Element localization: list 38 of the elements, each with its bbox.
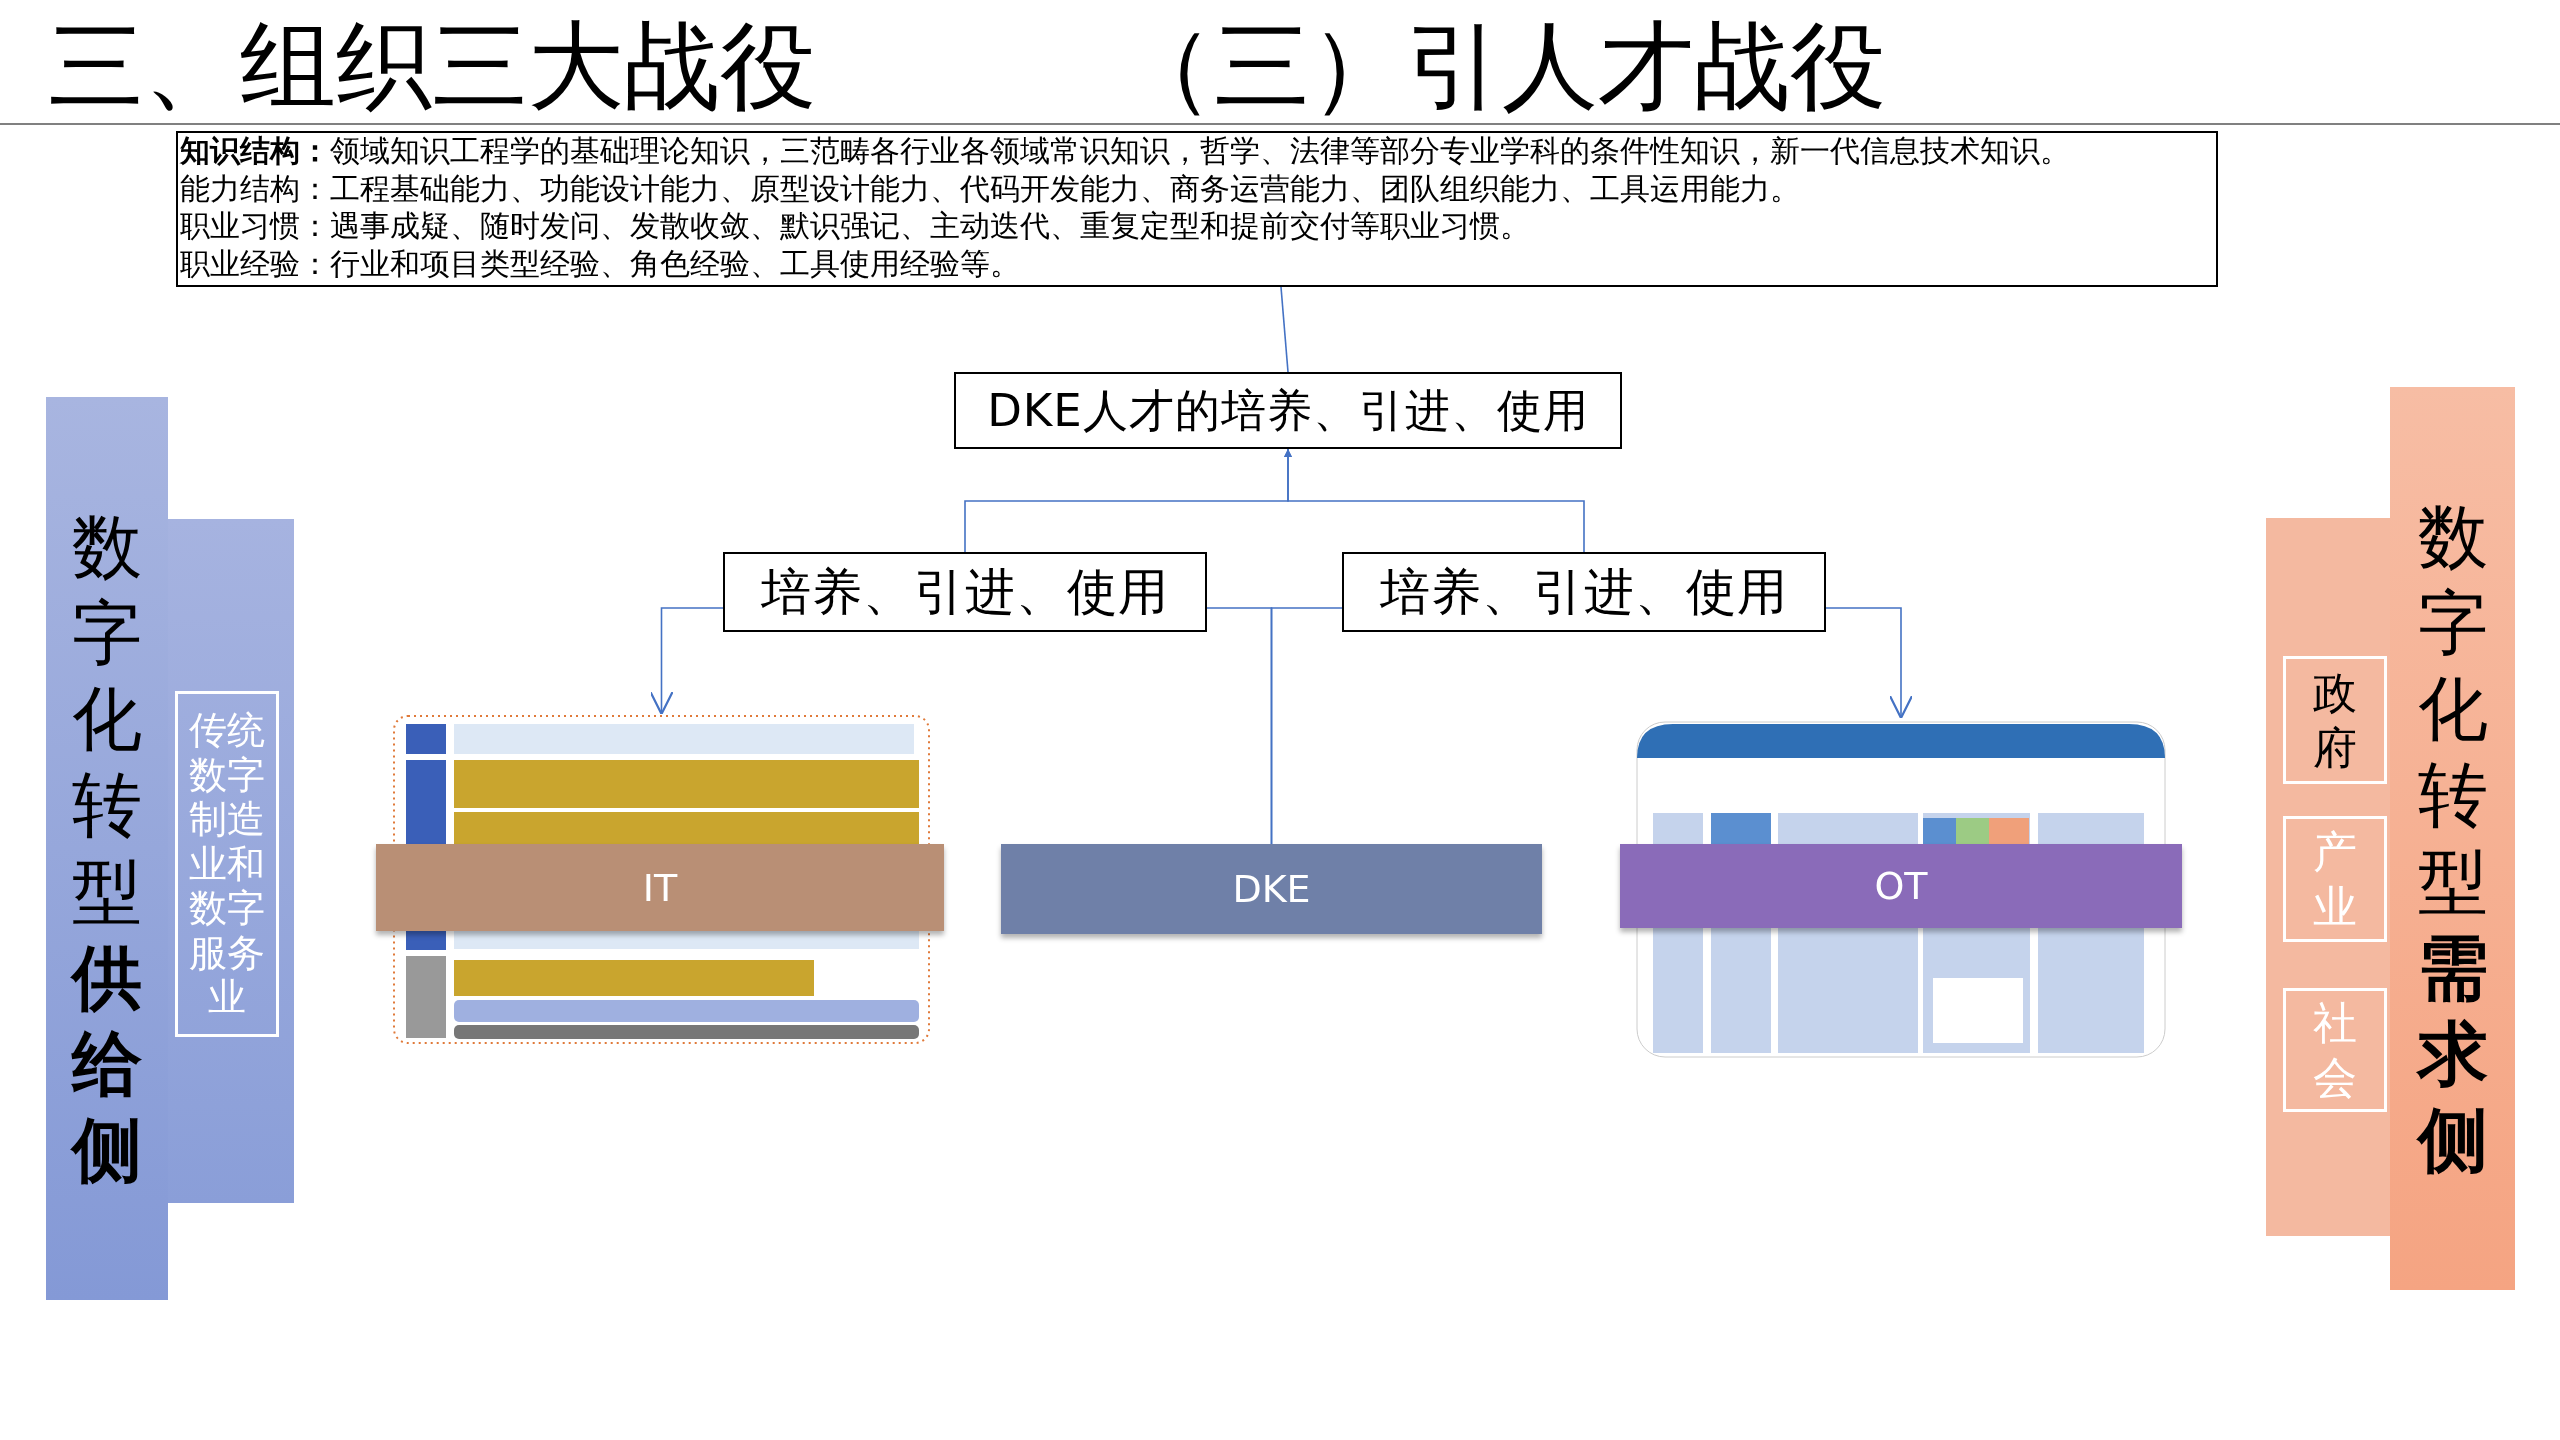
competency-line: 职业经验：行业和项目类型经验、角色经验、工具使用经验等。 [180, 245, 1020, 283]
connector [1825, 607, 1914, 720]
box-label: DKE人才的培养、引进、使用 [987, 382, 1589, 439]
frame-label: 政府 [2313, 666, 2357, 775]
framed-label [2283, 656, 2387, 784]
section-heading: （三）引人才战役 [1118, 9, 1886, 124]
category-band [1001, 844, 1542, 934]
box-label: 培养、引进、使用 [1380, 561, 1788, 623]
competency-line: 知识结构：领域知识工程学的基础理论知识，三范畴各行业各领域常识知识，哲学、法律等部分专业学科的条件性知识，新一代信息技术知识。 [180, 133, 2070, 170]
connector [1270, 607, 1343, 845]
process-box [723, 552, 1207, 632]
competency-line: 职业习惯：遇事成疑、随时发问、发散收敛、默识强记、主动迭代、重复定型和提前交付等职业习惯。 [180, 208, 1530, 245]
frame-label: 传统数字制造业和数字服务业 [189, 708, 265, 1020]
banner-label: 数字化转型需求侧 [2417, 495, 2488, 1183]
frame-label: 社会 [2313, 996, 2357, 1105]
process-box [954, 372, 1622, 449]
framed-label [2283, 988, 2387, 1112]
competency-line: 能力结构：工程基础能力、功能设计能力、原型设计能力、代码开发能力、商务运营能力、团队组织能力、工具运用能力。 [180, 170, 1800, 208]
banner-label: 数字化转型供给侧 [72, 505, 142, 1193]
side-banner [2390, 387, 2515, 1290]
framed-label [2283, 816, 2387, 942]
side-panel [2266, 518, 2390, 1236]
band-label: OT [1874, 864, 1928, 908]
band-label: DKE [1232, 867, 1311, 911]
frame-label: 产业 [2313, 825, 2357, 934]
category-band [1620, 844, 2182, 928]
process-box [1342, 552, 1826, 632]
connector [1284, 448, 1585, 553]
framed-label [175, 691, 279, 1037]
category-band [376, 844, 944, 931]
side-panel [168, 519, 294, 1203]
connector [1280, 286, 1289, 373]
competency-text-box [176, 131, 2218, 287]
side-banner [46, 397, 168, 1300]
box-label: 培养、引进、使用 [761, 561, 1169, 623]
slide-title: 三、组织三大战役 [48, 9, 816, 124]
connector [649, 607, 724, 716]
band-label: IT [642, 865, 678, 910]
